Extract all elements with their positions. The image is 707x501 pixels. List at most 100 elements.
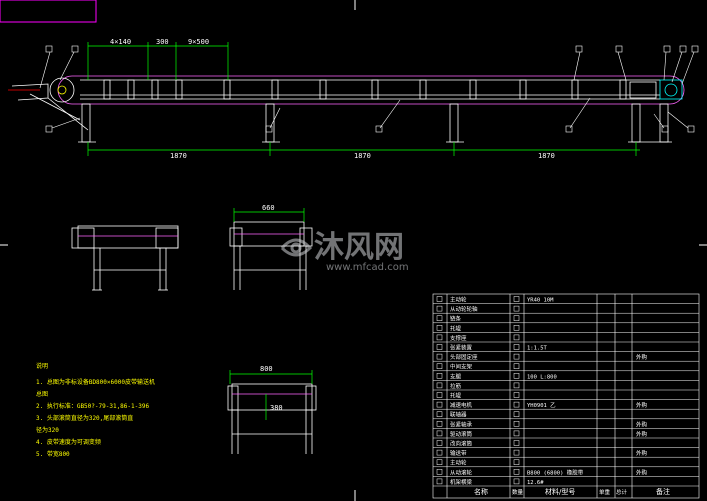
leader-lines bbox=[39, 51, 695, 129]
main-view: 4×140 300 9×500 1870 1870 1870 bbox=[8, 38, 699, 160]
bom-row-index bbox=[436, 344, 443, 350]
bom-row-name: 输送带 bbox=[450, 449, 467, 457]
bom-row-name: 支腿 bbox=[450, 372, 462, 380]
bom-row-qty bbox=[513, 459, 520, 465]
watermark-url: www.mfcad.com bbox=[326, 262, 409, 273]
bom-row-material: 12.6# bbox=[527, 480, 544, 486]
dim-4x140: 4×140 bbox=[110, 38, 131, 46]
bom-table bbox=[432, 293, 700, 499]
bom-row-index bbox=[436, 430, 443, 437]
bom-row-index bbox=[436, 363, 443, 369]
bom-row-index bbox=[436, 325, 443, 331]
bom-row-qty bbox=[513, 469, 520, 475]
bom-row-remark: 外购 bbox=[636, 430, 648, 438]
bom-row-qty bbox=[513, 373, 520, 379]
bom-row-name: 机架横梁 bbox=[450, 478, 473, 486]
note-line-4: 3. 头部滚筒直径为320,尾部滚筒直 bbox=[36, 414, 133, 422]
dim-span-2: 1870 bbox=[354, 152, 371, 160]
bom-row-qty bbox=[513, 411, 520, 417]
bom-row-remark: 外购 bbox=[636, 353, 648, 361]
bom-row-material: 1:1.5T bbox=[527, 346, 548, 352]
dim-800: 800 bbox=[260, 365, 273, 373]
end-view: 660 bbox=[229, 204, 313, 290]
bom-row-index bbox=[436, 315, 443, 321]
bom-row-name: 主动轮 bbox=[450, 459, 467, 467]
bom-row-remark: 外购 bbox=[636, 401, 648, 409]
head-pulley bbox=[8, 77, 89, 131]
bom-row-name: 改向滚筒 bbox=[450, 440, 473, 448]
bom-row-index bbox=[436, 296, 443, 302]
bom-row-qty bbox=[513, 382, 520, 389]
bom-row-material: B800 (6800) 橡胶带 bbox=[527, 468, 584, 476]
dim-9x500: 9×500 bbox=[188, 38, 209, 46]
dimension-lines-bottom bbox=[87, 142, 640, 156]
note-line-6: 4. 皮带速度为可调变频 bbox=[36, 438, 101, 446]
bom-row-index bbox=[436, 373, 443, 379]
bom-row-qty bbox=[513, 344, 520, 350]
bom-row-name: 拉筋 bbox=[450, 382, 462, 390]
bom-footer-material: 材料/型号 bbox=[545, 487, 575, 496]
bom-row-name: 链条 bbox=[450, 315, 462, 323]
bom-footer-qty: 数量 bbox=[512, 488, 524, 496]
bom-footer-name: 名称 bbox=[474, 487, 488, 496]
note-line-3: 2. 执行标准：GB50?-79-31,86-1-396 bbox=[36, 402, 149, 410]
frame-beam bbox=[80, 79, 660, 100]
watermark-brand: 沐风网 bbox=[314, 230, 404, 265]
bom-row-index bbox=[436, 305, 443, 312]
bom-row-index bbox=[436, 478, 443, 485]
bom-row-qty bbox=[513, 325, 520, 331]
dim-span-1: 1870 bbox=[170, 152, 187, 160]
bom-row-name: 头部固定座 bbox=[450, 353, 478, 361]
balloon-markers bbox=[45, 45, 699, 133]
bom-row-name: 托辊 bbox=[450, 392, 462, 400]
bom-row-name: 驱动滚筒 bbox=[450, 430, 473, 438]
bom-row-name: 主动轮 bbox=[450, 296, 467, 304]
note-line-1: 1. 总图为非标设备BD800×6000皮带输送机 bbox=[36, 378, 155, 386]
bom-row-index bbox=[436, 401, 443, 408]
dim-span-3: 1870 bbox=[538, 152, 555, 160]
bom-row-name: 减速电机 bbox=[450, 401, 473, 409]
bom-row-index bbox=[436, 440, 443, 446]
watermark-logo-icon bbox=[280, 238, 313, 257]
dim-380: 380 bbox=[270, 404, 283, 412]
bom-row-remark: 外购 bbox=[636, 468, 648, 476]
bom-row-index bbox=[436, 353, 443, 360]
bom-row-name: 托辊 bbox=[450, 324, 462, 332]
bom-row-name: 支撑座 bbox=[450, 334, 467, 342]
side-view-left bbox=[71, 225, 179, 291]
bom-row-index bbox=[436, 334, 443, 341]
tail-drive bbox=[629, 79, 683, 100]
idler-rollers bbox=[103, 79, 627, 100]
bom-row-index bbox=[436, 421, 443, 427]
bom-row-qty bbox=[513, 449, 520, 456]
bom-row-qty bbox=[513, 392, 520, 398]
bom-row-index bbox=[436, 411, 443, 417]
bom-row-qty bbox=[513, 353, 520, 360]
bom-row-name: 从动轮轮轴 bbox=[450, 305, 478, 313]
bom-footer-total: 总计 bbox=[616, 488, 628, 496]
bom-footer-remark: 备注 bbox=[656, 487, 670, 496]
bom-row-material: 100 L:800 bbox=[527, 374, 557, 380]
bom-row-qty bbox=[513, 401, 520, 408]
bom-row-name: 中间支架 bbox=[450, 363, 473, 371]
bom-footer-weight: 单重 bbox=[599, 488, 611, 496]
dim-660: 660 bbox=[262, 204, 275, 212]
bom-row-qty bbox=[513, 363, 520, 369]
note-line-7: 5. 带宽800 bbox=[36, 450, 70, 458]
bom-row-qty bbox=[513, 305, 520, 312]
note-line-5: 径为320 bbox=[36, 426, 59, 434]
bom-row-qty bbox=[513, 296, 520, 302]
dim-300: 300 bbox=[156, 38, 169, 46]
bom-row-index bbox=[436, 459, 443, 465]
bom-row-qty bbox=[513, 430, 520, 437]
bom-row-qty bbox=[513, 315, 520, 321]
section-view: 800 380 bbox=[227, 365, 317, 454]
dimension-lines-top bbox=[87, 42, 229, 80]
bom-row-material: YH0901 乙 bbox=[527, 402, 556, 409]
bom-row-name: 张紧装置 bbox=[450, 344, 473, 352]
bom-row-qty bbox=[513, 334, 520, 341]
drawing-frame bbox=[0, 0, 97, 23]
